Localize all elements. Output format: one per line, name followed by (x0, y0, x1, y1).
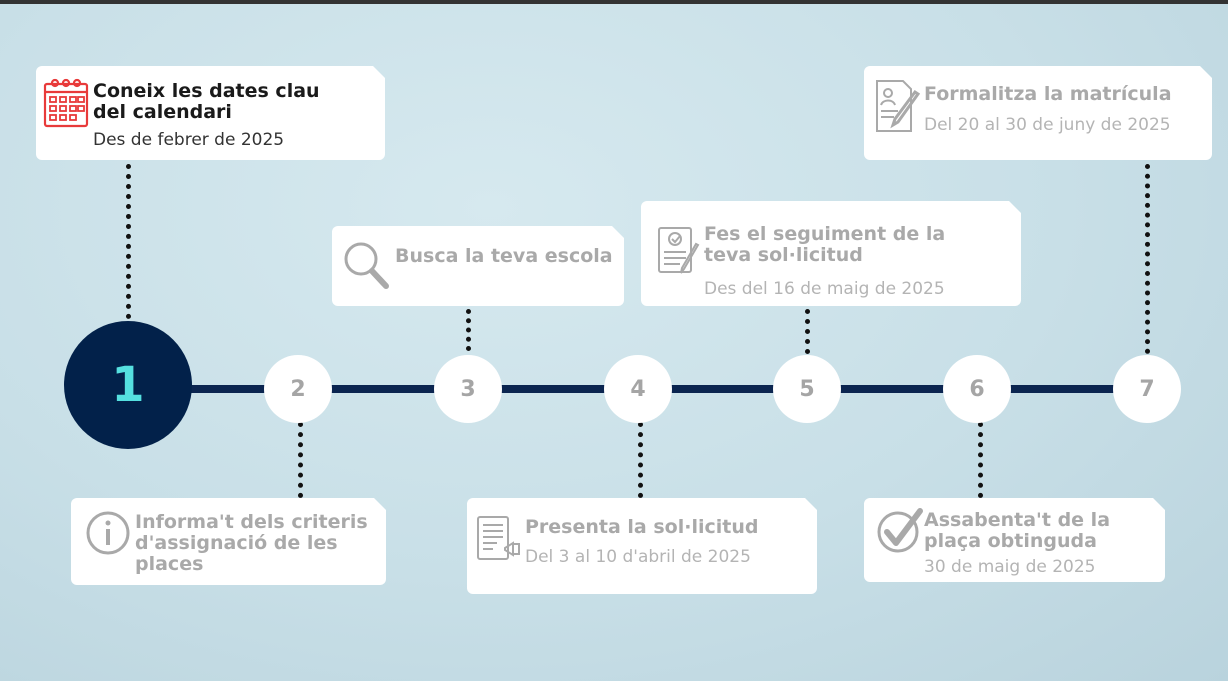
step-node-4[interactable]: 4 (604, 355, 672, 423)
step-subtitle: Del 20 al 30 de juny de 2025 (924, 115, 1171, 135)
connector-4 (638, 422, 643, 498)
step-card-1: Coneix les dates clau del calendari Des … (36, 66, 385, 160)
step-number: 2 (290, 376, 306, 402)
connector-7 (1145, 164, 1150, 354)
step-subtitle: Des del 16 de maig de 2025 (704, 279, 945, 299)
connector-6 (978, 422, 983, 498)
connector-5 (805, 309, 810, 354)
step-number: 7 (1139, 376, 1155, 402)
step-title: Busca la teva escola (395, 245, 613, 267)
step-number: 4 (630, 376, 646, 402)
step-card-7: Formalitza la matrícula Del 20 al 30 de … (864, 66, 1212, 160)
step-node-2[interactable]: 2 (264, 355, 332, 423)
step-node-3[interactable]: 3 (434, 355, 502, 423)
checkmark-icon (876, 506, 924, 554)
step-card-3: Busca la teva escola (332, 226, 624, 306)
calendar-icon (43, 78, 89, 128)
checklist-icon (656, 225, 702, 277)
step-card-5: Fes el seguiment de la teva sol·licitud … (641, 201, 1021, 306)
step-title: Presenta la sol·licitud (525, 516, 759, 538)
step-number: 1 (111, 357, 145, 413)
step-number: 3 (460, 376, 476, 402)
step-title: Assabenta't de la plaça obtinguda (924, 509, 1111, 552)
step-node-1[interactable]: 1 (64, 321, 192, 449)
step-subtitle: Des de febrer de 2025 (93, 130, 285, 150)
step-card-2: Informa't dels criteris d'assignació de … (71, 498, 386, 585)
step-node-6[interactable]: 6 (943, 355, 1011, 423)
step-subtitle: Del 3 al 10 d'abril de 2025 (525, 547, 751, 567)
step-title: Coneix les dates clau del calendari (93, 80, 320, 123)
step-card-6: Assabenta't de la plaça obtinguda 30 de … (864, 498, 1165, 582)
form-icon (475, 514, 523, 564)
step-number: 5 (799, 376, 815, 402)
info-icon (85, 510, 131, 556)
step-title: Informa't dels criteris d'assignació de … (135, 511, 368, 575)
step-title: Fes el seguiment de la teva sol·licitud (704, 223, 946, 266)
step-node-5[interactable]: 5 (773, 355, 841, 423)
step-number: 6 (969, 376, 985, 402)
sign-document-icon (874, 78, 922, 134)
connector-2 (298, 422, 303, 498)
step-subtitle: 30 de maig de 2025 (924, 557, 1096, 577)
search-icon (342, 240, 390, 290)
connector-3 (466, 309, 471, 351)
step-title: Formalitza la matrícula (924, 83, 1172, 105)
step-card-4: Presenta la sol·licitud Del 3 al 10 d'ab… (467, 498, 817, 594)
step-node-7[interactable]: 7 (1113, 355, 1181, 423)
connector-1 (126, 164, 131, 319)
